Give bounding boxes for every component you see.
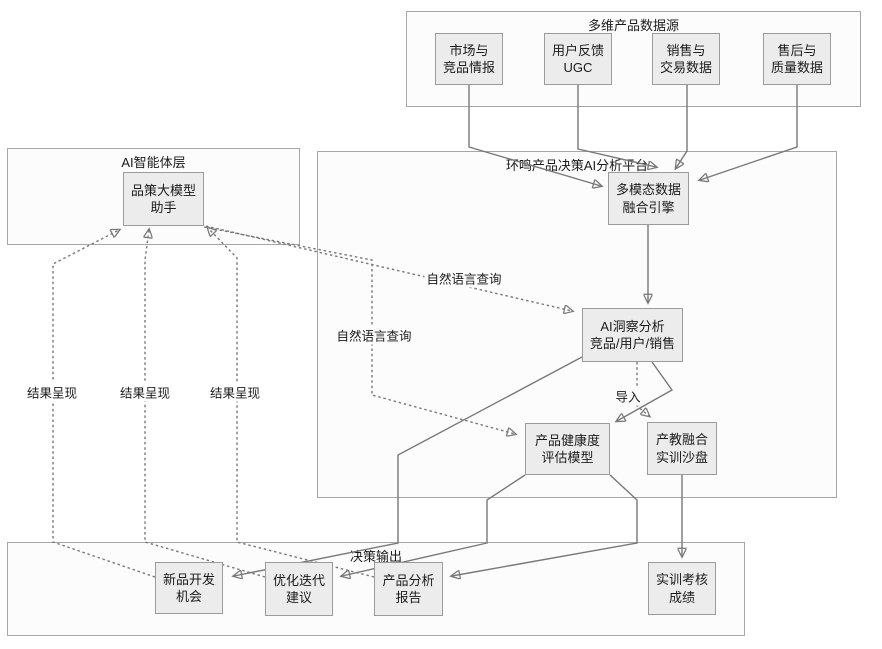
- edge-label-result-presentation-2: 结果呈现: [117, 382, 173, 402]
- container-title-ai-agent-layer: AI智能体层: [121, 155, 186, 170]
- edge-label-result-presentation-3: 结果呈现: [207, 382, 263, 402]
- edge-label-natural-language-query-1: 自然语言查询: [424, 268, 504, 288]
- edge-label-result-presentation-1: 结果呈现: [24, 382, 80, 402]
- node-sales-transaction-data: 销售与 交易数据: [652, 33, 720, 85]
- node-new-product-opportunity: 新品开发 机会: [155, 562, 223, 614]
- node-market-competitor-intel: 市场与 竞品情报: [435, 33, 503, 85]
- container-title-data-sources: 多维产品数据源: [587, 18, 679, 33]
- edge-report-to-assistant-dotted: [208, 228, 375, 578]
- edge-optimize-to-assistant-dotted: [145, 230, 266, 578]
- edge-market-to-fusion: [468, 85, 601, 186]
- node-user-feedback-ugc: 用户反馈 UGC: [544, 33, 612, 85]
- edge-newproduct-to-assistant-dotted: [52, 230, 156, 578]
- edge-health-to-optimize: [342, 474, 526, 576]
- node-optimization-suggestions: 优化迭代 建议: [265, 562, 333, 616]
- edge-assistant-to-insight-dotted: [205, 225, 572, 311]
- node-product-health-model: 产品健康度 评估模型: [525, 423, 610, 475]
- node-multimodal-fusion-engine: 多模态数据 融合引擎: [608, 172, 689, 225]
- node-product-strategy-llm-assistant: 品策大模型 助手: [123, 172, 204, 226]
- edge-insight-to-sandbox-dotted: [636, 362, 649, 416]
- container-ai-agent-layer: AI智能体层: [7, 148, 300, 245]
- node-training-sandbox: 产教融合 实训沙盘: [647, 422, 717, 475]
- node-aftersales-quality-data: 售后与 质量数据: [763, 33, 831, 85]
- edge-aftersales-to-fusion: [700, 85, 798, 180]
- node-ai-insight-analysis: AI洞察分析 竞品/用户/销售: [582, 308, 683, 362]
- edge-ugc-to-fusion: [577, 85, 656, 167]
- edge-sales-to-fusion: [676, 85, 688, 168]
- edge-insight-to-newproduct: [234, 356, 583, 576]
- edge-label-import: 导入: [613, 386, 643, 406]
- edge-label-natural-language-query-2: 自然语言查询: [334, 325, 414, 345]
- container-title-analysis-platform: 环鸣产品决策AI分析平台: [505, 158, 649, 173]
- edge-health-to-report: [452, 474, 638, 576]
- node-training-assessment-score: 实训考核 成绩: [648, 562, 716, 615]
- edge-insight-to-health: [617, 361, 674, 421]
- container-title-decision-output: 决策输出: [349, 549, 402, 564]
- node-product-analysis-report: 产品分析 报告: [374, 562, 443, 616]
